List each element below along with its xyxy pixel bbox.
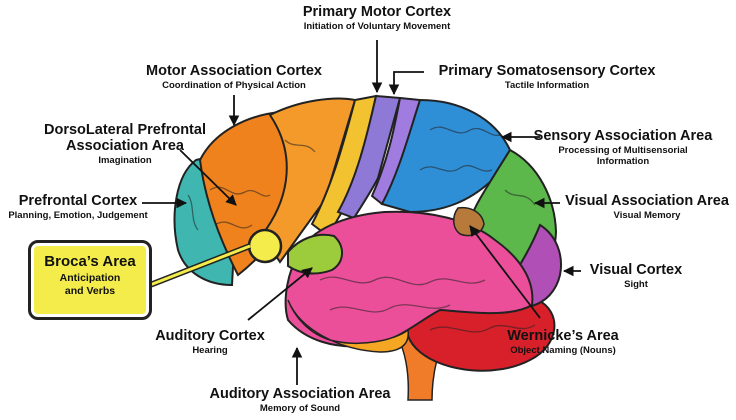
visual-association-title: Visual Association Area bbox=[565, 193, 729, 209]
primary-motor-band bbox=[336, 94, 402, 220]
label-primary-somatosensory: Primary Somatosensory Cortex Tactile Inf… bbox=[426, 63, 668, 92]
wernicke-title: Wernicke’s Area bbox=[507, 328, 619, 344]
broca-title: Broca’s Area bbox=[44, 253, 136, 270]
auditory-cortex-title: Auditory Cortex bbox=[155, 328, 265, 344]
somatosensory-title: Primary Somatosensory Cortex bbox=[438, 63, 656, 79]
primary-motor-title: Primary Motor Cortex bbox=[302, 4, 452, 20]
label-sensory-association: Sensory Association Area Processing of M… bbox=[525, 128, 721, 167]
label-auditory-cortex: Auditory Cortex Hearing bbox=[150, 328, 270, 357]
motor-association-title: Motor Association Cortex bbox=[146, 63, 322, 79]
broca-desc-2: and Verbs bbox=[64, 284, 116, 297]
label-wernicke: Wernicke’s Area Object Naming (Nouns) bbox=[486, 328, 640, 357]
label-auditory-association: Auditory Association Area Memory of Soun… bbox=[185, 386, 415, 415]
motor-association-region bbox=[260, 97, 357, 264]
auditory-association-title: Auditory Association Area bbox=[209, 386, 391, 402]
broca-area-marker bbox=[247, 228, 283, 264]
sensory-association-title: Sensory Association Area bbox=[533, 128, 713, 144]
auditory-association-desc: Memory of Sound bbox=[259, 403, 341, 415]
wernicke-desc: Object Naming (Nouns) bbox=[510, 345, 616, 357]
sensory-association-desc-2: Information bbox=[596, 155, 650, 167]
broca-callout: Broca’s Area Anticipation and Verbs bbox=[28, 240, 152, 320]
label-dorsolateral: DorsoLateral Prefrontal Association Area… bbox=[38, 122, 212, 167]
dorsolateral-desc: Imagination bbox=[98, 155, 152, 167]
label-arrows bbox=[142, 40, 581, 385]
visual-association-desc: Visual Memory bbox=[613, 210, 681, 222]
dorsolateral-title-1: DorsoLateral Prefrontal bbox=[44, 122, 206, 138]
somatosensory-desc: Tactile Information bbox=[504, 80, 590, 92]
label-prefrontal: Prefrontal Cortex Planning, Emotion, Jud… bbox=[0, 193, 156, 222]
label-motor-association: Motor Association Cortex Coordination of… bbox=[135, 63, 333, 92]
auditory-cortex-desc: Hearing bbox=[192, 345, 228, 357]
primary-motor-desc: Initiation of Voluntary Movement bbox=[303, 21, 451, 33]
lower-temporal-region bbox=[287, 299, 409, 353]
gyri-lines bbox=[187, 126, 536, 333]
visual-cortex-title: Visual Cortex bbox=[589, 262, 683, 278]
broca-desc-1: Anticipation bbox=[59, 272, 121, 284]
temporal-region bbox=[284, 210, 534, 348]
label-visual-cortex: Visual Cortex Sight bbox=[580, 262, 692, 291]
dorsolateral-title-2: Association Area bbox=[66, 138, 184, 155]
sensory-association-desc-1: Processing of Multisensorial bbox=[558, 145, 688, 157]
motor-association-desc: Coordination of Physical Action bbox=[162, 80, 306, 92]
label-primary-motor-cortex: Primary Motor Cortex Initiation of Volun… bbox=[282, 4, 472, 33]
prefrontal-desc: Planning, Emotion, Judgement bbox=[8, 210, 148, 222]
label-visual-association: Visual Association Area Visual Memory bbox=[560, 193, 734, 222]
prefrontal-title: Prefrontal Cortex bbox=[18, 193, 138, 209]
visual-cortex-desc: Sight bbox=[624, 279, 648, 291]
